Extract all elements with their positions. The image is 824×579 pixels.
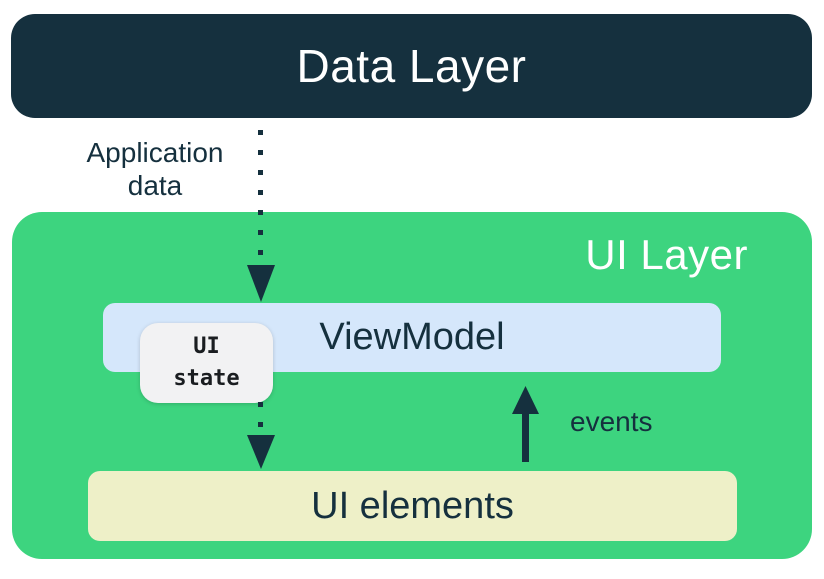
viewmodel-label: ViewModel (319, 316, 505, 358)
ui-elements-box: UI elements (88, 471, 737, 541)
dotted-line-bottom (258, 402, 263, 430)
data-layer-box: Data Layer (11, 14, 812, 118)
ui-layer-label: UI Layer (585, 231, 748, 278)
dotted-line-top (258, 130, 263, 263)
data-layer-label: Data Layer (296, 40, 527, 92)
events-label: events (570, 406, 653, 437)
ui-elements-label: UI elements (311, 484, 514, 527)
ui-state-label: UI state (173, 334, 240, 391)
application-data-label: Application data (86, 137, 224, 201)
ui-state-badge: UI state (140, 323, 273, 403)
arrow-up-shaft (522, 408, 529, 462)
